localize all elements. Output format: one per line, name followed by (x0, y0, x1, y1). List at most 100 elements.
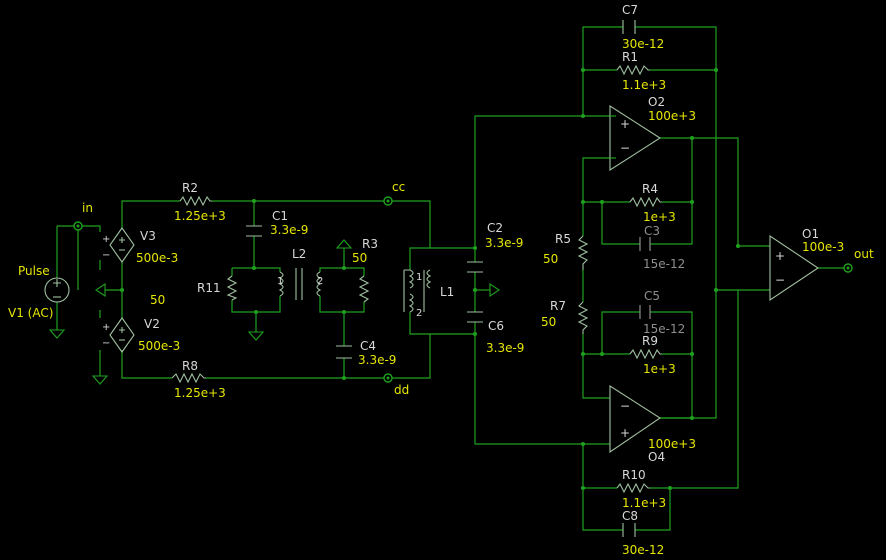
c8-ref: C8 (622, 509, 638, 523)
capacitor-c2[interactable] (467, 261, 483, 273)
c5-value: 15e-12 (643, 322, 685, 336)
resistor-r2[interactable] (179, 195, 212, 207)
l1-ref: L1 (440, 285, 454, 299)
resistor-r5[interactable] (577, 235, 589, 270)
r5-ref: R5 (555, 232, 571, 246)
r5-value: 50 (543, 252, 558, 266)
r8-value: 1.25e+3 (174, 386, 226, 400)
l2-pin2: 2 (317, 276, 323, 287)
source-ref: V1 (AC) (8, 306, 53, 320)
capacitor-c4[interactable] (336, 345, 352, 359)
o4-pin-plus: + (620, 426, 630, 440)
ground-arrow-icon (95, 282, 106, 298)
ground-icon (335, 239, 353, 249)
v3-ref: V3 (140, 229, 156, 243)
opamp-o4[interactable] (609, 384, 661, 454)
capacitor-c5[interactable] (639, 305, 651, 319)
resistor-r9[interactable] (629, 348, 662, 360)
v2-pin-plus: + (102, 322, 110, 333)
v3-value: 500e-3 (136, 251, 178, 265)
resistor-r4[interactable] (629, 196, 662, 208)
c8-value: 30e-12 (622, 543, 664, 557)
capacitor-c3[interactable] (639, 237, 651, 251)
resistor-r11[interactable] (226, 275, 238, 301)
source-v1[interactable] (44, 277, 70, 303)
resistor-r10[interactable] (616, 482, 650, 494)
resistor-r3[interactable] (358, 275, 370, 303)
l1-pin1: 1 (416, 272, 422, 283)
r8-ref: R8 (182, 359, 198, 373)
r2-value: 1.25e+3 (174, 209, 226, 223)
c4-ref: C4 (360, 339, 376, 353)
c2-ref: C2 (487, 221, 503, 235)
net-node-out[interactable] (843, 263, 853, 273)
ground-arrow-icon (489, 282, 500, 298)
c7-value: 30e-12 (622, 37, 664, 51)
r11-ref: R11 (197, 281, 221, 295)
r4-value: 1e+3 (643, 210, 676, 224)
c6-value: 3.3e-9 (486, 341, 524, 355)
resistor-r8[interactable] (171, 372, 206, 384)
junction-dots (120, 68, 740, 490)
transformer-l2[interactable] (278, 268, 322, 300)
v3-pin-plus: + (102, 234, 110, 245)
c7-ref: C7 (622, 3, 638, 17)
o1-value: 100e-3 (802, 240, 844, 254)
r2-ref: R2 (182, 181, 198, 195)
capacitor-c1[interactable] (246, 225, 262, 237)
o2-ref: O2 (648, 95, 665, 109)
c5-ref: C5 (644, 289, 660, 303)
net-label-dd: dd (394, 383, 409, 397)
r9-ref: R9 (642, 334, 658, 348)
opamp-o2[interactable] (609, 104, 662, 172)
o4-value: 100e+3 (648, 437, 696, 451)
r1-ref: R1 (622, 50, 638, 64)
o4-ref: O4 (648, 450, 665, 464)
source-v3[interactable] (109, 227, 135, 263)
source-label: Pulse (18, 264, 50, 278)
ground-icon (91, 375, 109, 385)
net-label-cc: cc (392, 180, 405, 194)
capacitor-c6[interactable] (467, 311, 483, 323)
l1-pin2: 2 (416, 308, 422, 319)
c2-value: 3.3e-9 (485, 236, 523, 250)
c6-ref: C6 (488, 319, 504, 333)
c1-value: 3.3e-9 (270, 223, 308, 237)
o1-pin-plus: + (775, 249, 785, 263)
r7-value: 50 (541, 315, 556, 329)
r3-ref: R3 (362, 237, 378, 251)
net-node-in[interactable] (73, 221, 83, 231)
net-node-cc[interactable] (383, 196, 393, 206)
o2-pin-plus: + (620, 117, 630, 131)
transformer-l1[interactable] (403, 269, 432, 313)
v2-ref: V2 (144, 317, 160, 331)
l2-pin1: 1 (277, 276, 283, 287)
r10-ref: R10 (622, 468, 646, 482)
o1-ref: O1 (802, 227, 819, 241)
o2-pin-minus: − (620, 141, 630, 155)
net-node-dd[interactable] (383, 373, 393, 383)
o4-pin-minus: − (620, 399, 630, 413)
capacitor-c8[interactable] (622, 523, 636, 537)
gain-value: 50 (150, 293, 165, 307)
c3-ref: C3 (644, 224, 660, 238)
ground-icon (247, 331, 265, 341)
resistor-r1[interactable] (616, 64, 650, 76)
capacitor-c7[interactable] (622, 20, 636, 34)
r3-value: 50 (352, 251, 367, 265)
l2-ref: L2 (292, 247, 306, 261)
c3-value: 15e-12 (643, 257, 685, 271)
source-v2[interactable] (109, 317, 135, 353)
c4-value: 3.3e-9 (358, 353, 396, 367)
o1-pin-minus: − (775, 273, 785, 287)
r9-value: 1e+3 (643, 362, 676, 376)
wires (56, 26, 846, 531)
c1-ref: C1 (272, 209, 288, 223)
o2-value: 100e+3 (648, 109, 696, 123)
ground-icon (48, 329, 66, 339)
resistor-r7[interactable] (577, 301, 589, 334)
opamp-o1[interactable] (769, 234, 819, 302)
r7-ref: R7 (550, 299, 566, 313)
